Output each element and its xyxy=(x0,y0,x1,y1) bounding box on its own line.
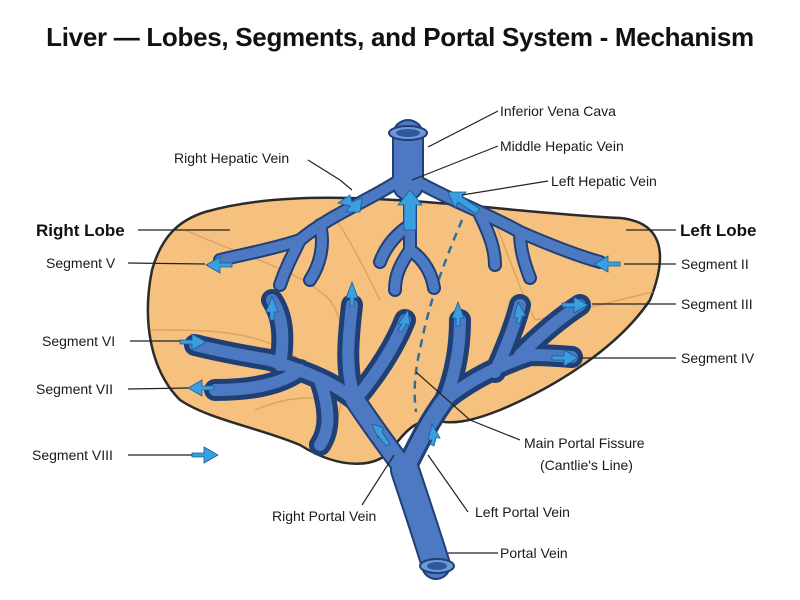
diagram-title: Liver — Lobes, Segments, and Portal Syst… xyxy=(46,22,754,52)
label-left-lobe: Left Lobe xyxy=(680,221,757,240)
label-segment-iv: Segment IV xyxy=(681,350,755,366)
arrow-middle-hepatic xyxy=(397,189,423,231)
leader-lines xyxy=(127,110,676,554)
arrow-up-2 xyxy=(345,280,359,307)
cantlie-line xyxy=(413,219,464,413)
labels: Inferior Vena Cava Middle Hepatic Vein L… xyxy=(32,103,757,561)
label-segment-vii: Segment VII xyxy=(36,381,113,397)
arrow-seg-ii xyxy=(593,255,621,273)
label-segment-viii: Segment VIII xyxy=(32,447,113,463)
label-segment-vi: Segment VI xyxy=(42,333,115,349)
arrow-right-hepatic xyxy=(337,194,363,213)
arrow-up-4 xyxy=(451,300,465,327)
arrow-seg-vii xyxy=(187,379,215,397)
label-segment-iii: Segment III xyxy=(681,296,753,312)
label-right-hepatic-vein: Right Hepatic Vein xyxy=(174,150,289,166)
label-middle-hepatic-vein: Middle Hepatic Vein xyxy=(500,138,624,154)
arrow-seg-iv xyxy=(551,349,579,367)
arrow-seg-v xyxy=(205,256,233,274)
arrow-seg-viii xyxy=(191,446,219,464)
label-portal-vein: Portal Vein xyxy=(500,545,568,561)
arrow-up-3 xyxy=(397,308,411,333)
arrow-left-portal xyxy=(427,422,441,447)
arrow-left-hepatic xyxy=(447,191,481,215)
label-ivc: Inferior Vena Cava xyxy=(500,103,616,119)
label-right-lobe: Right Lobe xyxy=(36,221,125,240)
arrow-seg-vi xyxy=(179,333,207,351)
arrow-up-5 xyxy=(513,300,527,325)
label-segment-ii: Segment II xyxy=(681,256,749,272)
label-right-portal-vein: Right Portal Vein xyxy=(272,508,376,524)
label-left-portal-vein: Left Portal Vein xyxy=(475,504,570,520)
arrow-seg-iii xyxy=(561,296,589,314)
arrow-right-portal xyxy=(371,423,391,447)
label-left-hepatic-vein: Left Hepatic Vein xyxy=(551,173,657,189)
label-fissure-line1: Main Portal Fissure xyxy=(524,435,645,451)
label-fissure-line2: (Cantlie's Line) xyxy=(540,457,633,473)
label-segment-v: Segment V xyxy=(46,255,116,271)
flow-arrows xyxy=(179,189,621,464)
arrow-up-1 xyxy=(265,294,279,321)
